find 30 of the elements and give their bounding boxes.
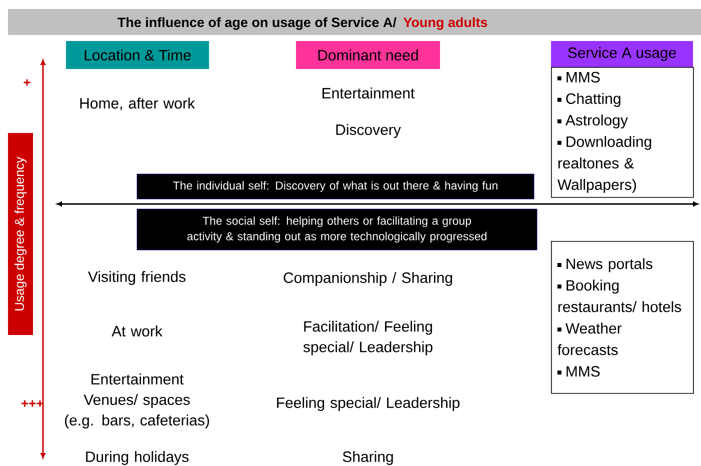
header-box: Service A usage (551, 41, 693, 67)
list-item: MMS (557, 366, 600, 377)
plus-sign: +++ (22, 400, 44, 407)
cell-text: Feeling special/ Leadership (277, 397, 460, 411)
list-box (551, 67, 694, 198)
list-item: Booking restaurants/ hotels (557, 280, 682, 312)
cell-text: Entertainment Venues/ spaces (e.g. bars, cafeterias) (64, 374, 209, 428)
header-box: Dominant need (296, 41, 440, 69)
list-item: Downloading realtones & Wallpapers) (557, 136, 652, 193)
cell-text: Discovery (336, 124, 401, 138)
cell-text: Facilitation/ Feeling special/ Leadership (303, 320, 432, 356)
list-item: Astrology (557, 114, 628, 128)
axis-label-box: Usage degree & frequency (8, 133, 33, 335)
list-item: News portals (557, 258, 652, 272)
banner-box: The social self: helping others or facilitating a group activity & standing out as more technologically progressed (136, 208, 538, 250)
header-box: Location & Time (66, 41, 209, 69)
cell-text: During holidays (86, 451, 189, 465)
title-bar: The influence of age on usage of Service A/ Young adults (8, 9, 701, 35)
list-item: Chatting (557, 92, 620, 107)
cell-text: Visiting friends (88, 271, 186, 285)
list-box (551, 241, 694, 394)
cell-text: Sharing (342, 451, 393, 465)
cell-text: Home, after work (80, 98, 195, 110)
cell-text: Companionship / Sharing (284, 272, 452, 286)
banner-box: The individual self: Discovery of what is out there & having fun (136, 174, 534, 200)
list-item: MMS (557, 72, 600, 82)
plus-sign: + (24, 79, 30, 86)
list-item: Weather forecasts (557, 322, 622, 356)
cell-text: At work (112, 326, 162, 336)
cell-text: Entertainment (322, 88, 415, 98)
